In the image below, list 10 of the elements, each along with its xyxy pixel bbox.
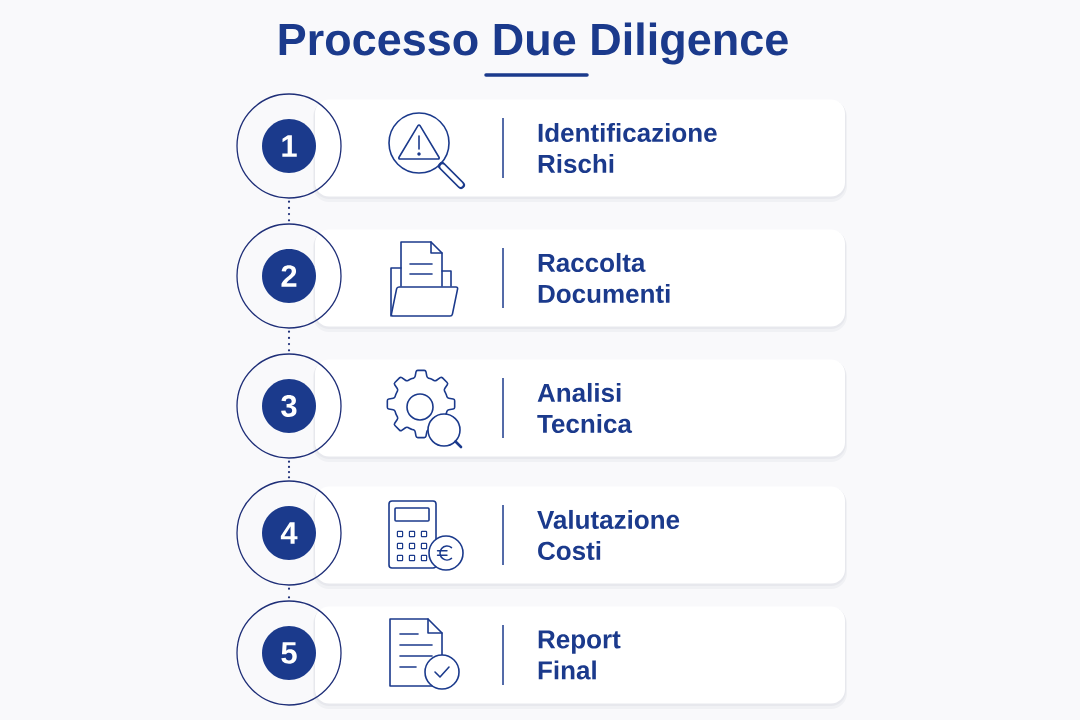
title: Processo Due Diligence [279, 22, 788, 65]
step-card: Identificazione Rischi [313, 99, 847, 202]
dotted-connector [287, 460, 291, 479]
step-card: Report Final [313, 606, 847, 709]
step-card: Valutazione Costi [313, 486, 847, 589]
dotted-connector [287, 587, 291, 599]
dotted-connector [287, 330, 291, 352]
dotted-connector [287, 200, 291, 222]
step-card: Analisi Tecnica [313, 359, 847, 462]
step-card: Raccolta Documenti [313, 229, 847, 332]
